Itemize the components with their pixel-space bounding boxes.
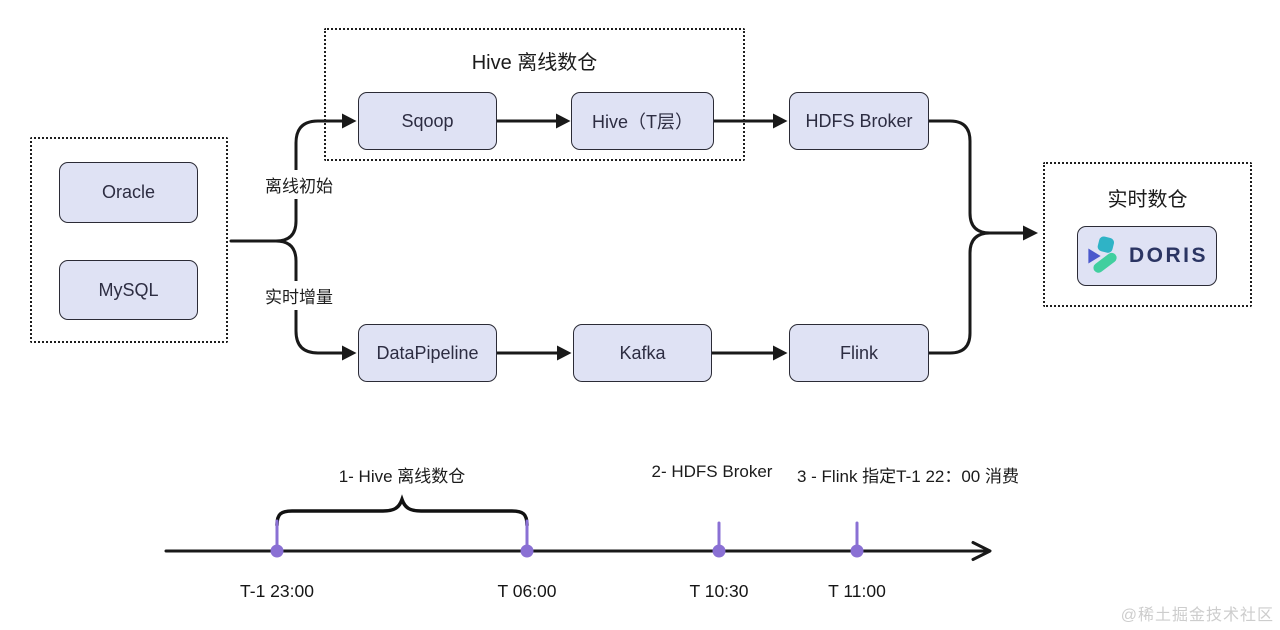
realtime-warehouse-group-box — [1043, 162, 1252, 307]
timeline-annotation-2: 2- HDFS Broker — [651, 462, 773, 481]
arrowhead-icon — [773, 345, 788, 361]
timeline-marker-icon — [712, 544, 726, 558]
doris-logo-icon — [1088, 236, 1117, 273]
node-datapipeline: DataPipeline — [358, 324, 497, 382]
arrowhead-icon — [1023, 225, 1038, 241]
node-flink: Flink — [789, 324, 929, 382]
hdfs-merge-connector — [927, 119, 1025, 235]
timeline-annotation-3: 3 - Flink 指定T-1 22：00 消费 — [796, 467, 1019, 486]
realtime-warehouse-title: 实时数仓 — [1107, 189, 1188, 211]
arrowhead-icon — [556, 113, 571, 129]
node-sqoop: Sqoop — [358, 92, 497, 150]
arrowhead-icon — [773, 113, 788, 129]
realtime-branch-label: 实时增量 — [253, 281, 345, 310]
node-kafka: Kafka — [573, 324, 712, 382]
brace-icon — [275, 494, 529, 527]
node-doris: DORIS — [1077, 226, 1217, 286]
watermark: @稀土掘金技术社区 — [1120, 607, 1274, 624]
arrowhead-icon — [557, 345, 572, 361]
timeline-tick-3: T 10:30 — [689, 581, 749, 601]
source-group-box — [30, 137, 228, 343]
timeline-marker-icon — [520, 544, 534, 558]
node-hive-t: Hive（T层） — [571, 92, 714, 150]
doris-label: DORIS — [1128, 244, 1208, 267]
timeline-arrowhead-icon — [971, 541, 992, 561]
timeline-annotation-1: 1- Hive 离线数仓 — [338, 467, 466, 486]
hive-warehouse-title: Hive 离线数仓 — [471, 52, 598, 74]
source-split-connector-lower — [274, 239, 344, 355]
timeline-marker-icon — [850, 544, 864, 558]
timeline-marker-icon — [270, 544, 284, 558]
timeline-tick-2: T 06:00 — [497, 581, 557, 601]
hive-warehouse-group-box — [324, 28, 745, 161]
arrowhead-icon — [342, 345, 357, 361]
node-oracle: Oracle — [59, 162, 198, 223]
node-mysql: MySQL — [59, 260, 198, 320]
timeline-tick-1: T-1 23:00 — [240, 581, 314, 601]
timeline-tick-4: T 11:00 — [828, 581, 886, 601]
node-hdfs-broker: HDFS Broker — [789, 92, 929, 150]
offline-branch-label: 离线初始 — [253, 170, 345, 199]
arrowhead-icon — [342, 113, 357, 129]
flink-merge-connector — [927, 231, 992, 355]
